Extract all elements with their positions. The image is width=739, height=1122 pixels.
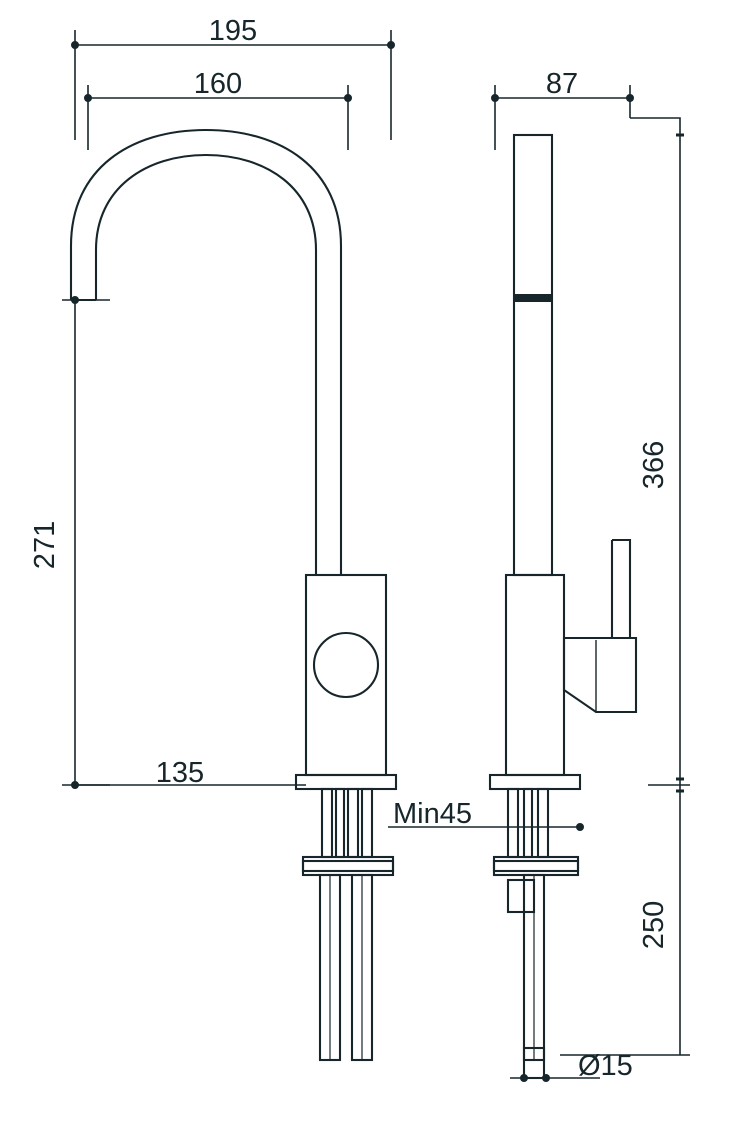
side-riser-band: [515, 294, 551, 302]
dimension-labels: 195 160 87 271 135 366 250 Min45 Ø15: [29, 15, 670, 1082]
dim-label-d15: Ø15: [578, 1050, 633, 1082]
body-housing: [304, 573, 388, 777]
mounting-washer-inner: [301, 859, 395, 873]
spout-inner-profile: [94, 153, 318, 575]
lever-handle-body: [562, 636, 638, 714]
side-shank-left: [506, 787, 520, 859]
side-mounting-washer-inner: [492, 859, 580, 873]
side-outlet-block: [506, 878, 536, 914]
dim-label-160: 160: [194, 68, 242, 100]
supply-tube-centerlines: [329, 875, 363, 1060]
shank-left-upper: [320, 787, 334, 859]
side-riser-upper: [512, 133, 554, 577]
side-shank-right: [536, 787, 550, 859]
base-flange: [294, 773, 398, 791]
side-mounting-washer: [492, 855, 580, 877]
handle-boss-circle: [312, 631, 380, 699]
lever-stem: [612, 538, 632, 638]
shank-mid-upper: [334, 787, 346, 859]
dimension-lines: [62, 30, 690, 1082]
side-view-geometry: [488, 133, 638, 1080]
shank-outer-upper: [360, 787, 374, 859]
side-body-housing: [504, 573, 566, 777]
dim-label-271: 271: [29, 521, 61, 569]
side-base-flange: [488, 773, 582, 791]
dim-label-min45: Min45: [393, 798, 472, 830]
front-view-geometry: [69, 128, 398, 1062]
dim-label-366: 366: [638, 441, 670, 489]
mounting-washer: [301, 855, 395, 877]
leader-87-to-366: [630, 117, 681, 135]
dim-label-135: 135: [156, 757, 204, 789]
dim-label-87: 87: [546, 68, 578, 100]
side-shank-mid: [522, 787, 534, 859]
shank-right-upper: [346, 787, 360, 859]
dim-label-250: 250: [638, 901, 670, 949]
dim-label-195: 195: [209, 15, 257, 47]
spout-outer-profile: [69, 128, 343, 575]
